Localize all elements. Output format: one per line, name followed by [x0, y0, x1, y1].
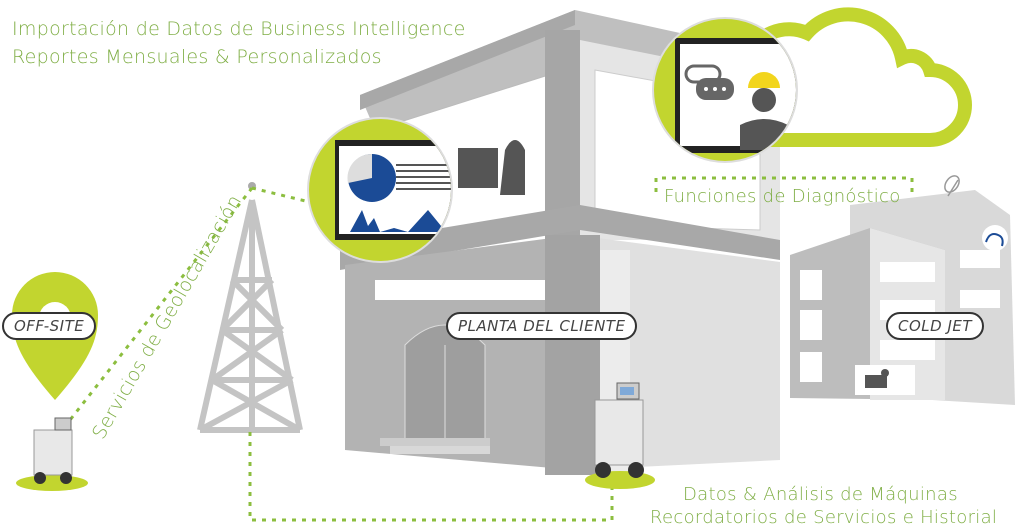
off-site-label: OFF-SITE: [2, 312, 97, 340]
cold-jet-logo-icon: [982, 225, 1008, 251]
chat-bubbles-icon: [684, 64, 734, 100]
diagnostic-circle: [652, 17, 798, 163]
bi-dashboard-circle: [307, 117, 453, 263]
machine-plant: [585, 382, 655, 489]
cold-jet-building: [790, 175, 1015, 405]
bi-import-heading: Importación de Datos de Business Intelli…: [12, 18, 466, 40]
diagnostics-label: Funciones de Diagnóstico: [664, 186, 901, 207]
client-plant-label: PLANTA DEL CLIENTE: [446, 312, 638, 340]
area-chart-icon: [350, 210, 446, 232]
signal-tower: [197, 199, 303, 433]
cold-jet-label: COLD JET: [886, 312, 985, 340]
monthly-reports-heading: Reportes Mensuales & Personalizados: [12, 46, 382, 68]
machine-offsite: [16, 417, 88, 491]
service-reminders-heading: Recordatorios de Servicios e Historial: [650, 507, 998, 528]
satellite-dish-icon: [944, 175, 960, 197]
machine-data-heading: Datos & Análisis de Máquinas: [683, 484, 958, 505]
